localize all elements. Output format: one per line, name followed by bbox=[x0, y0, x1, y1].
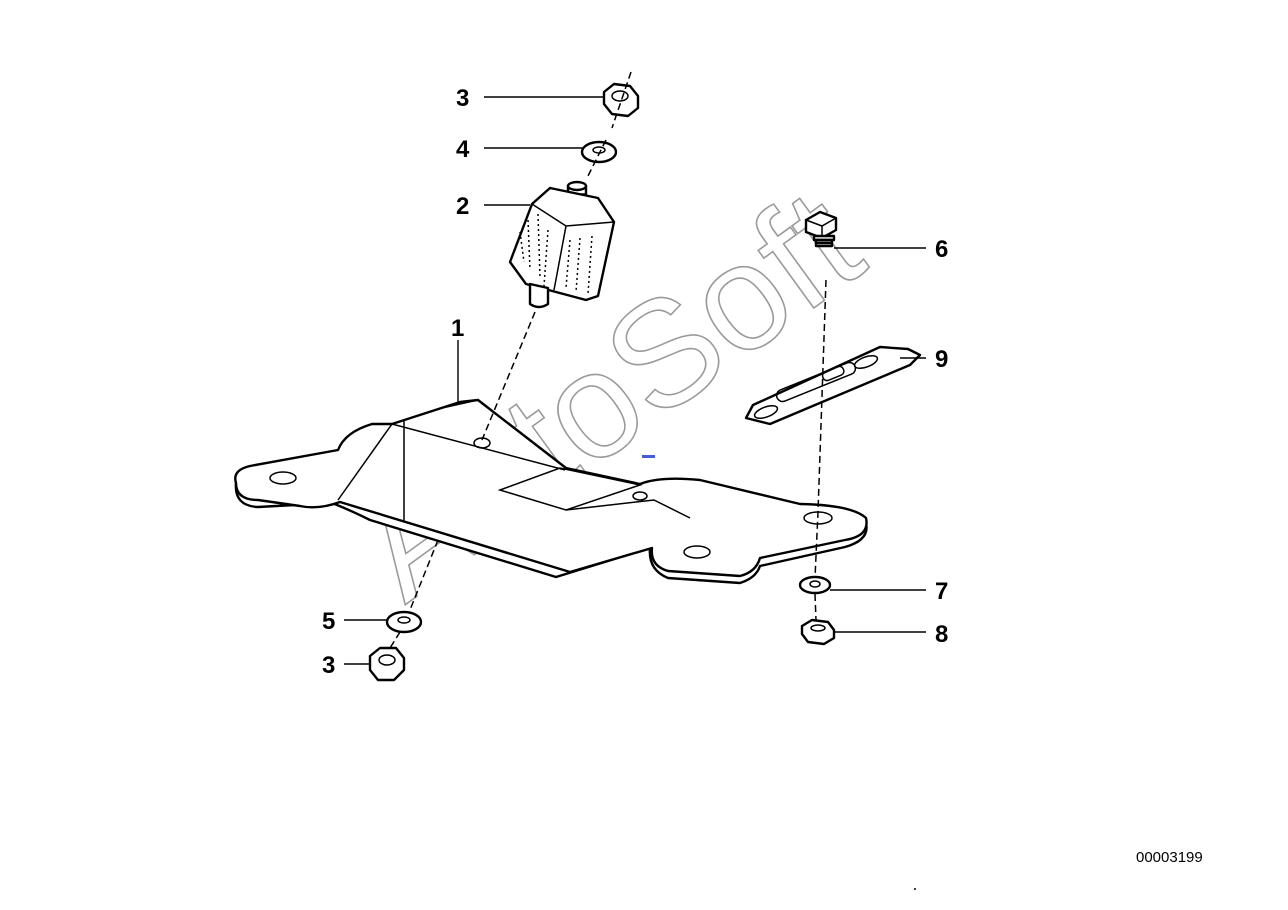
bolt-part bbox=[804, 210, 838, 248]
callout-7: 7 bbox=[935, 578, 948, 605]
callout-6: 6 bbox=[935, 236, 948, 263]
right-nut-part bbox=[800, 618, 836, 646]
callout-8: 8 bbox=[935, 621, 948, 648]
rubber-mount-part bbox=[508, 180, 616, 309]
leader-lines bbox=[344, 96, 926, 665]
accent-mark bbox=[642, 455, 655, 458]
callout-1: 1 bbox=[451, 315, 464, 342]
axis-right-nut bbox=[814, 593, 817, 621]
axis-mount-to-bracket bbox=[481, 311, 536, 441]
right-washer-part bbox=[798, 575, 832, 595]
callout-numbers: 3 4 2 1 6 9 7 8 5 3 bbox=[322, 85, 948, 679]
callout-5: 5 bbox=[322, 608, 335, 635]
assembly-axes bbox=[389, 71, 827, 649]
left-nut-part bbox=[368, 646, 406, 682]
callout-3-bottom: 3 bbox=[322, 652, 335, 679]
axis-bolt bbox=[814, 279, 827, 579]
diagram-id: 00003199 bbox=[1136, 849, 1203, 866]
callout-2: 2 bbox=[456, 193, 469, 220]
axis-left-nut bbox=[389, 631, 401, 649]
top-washer-part bbox=[580, 140, 618, 164]
bracket-part bbox=[234, 398, 868, 585]
axis-left bbox=[409, 539, 439, 611]
stray-dot bbox=[914, 888, 916, 890]
slotted-plate-part bbox=[744, 345, 922, 426]
top-nut-part bbox=[602, 82, 640, 118]
callout-4: 4 bbox=[456, 136, 470, 163]
callout-3-top: 3 bbox=[456, 85, 469, 112]
callout-9: 9 bbox=[935, 346, 948, 373]
axis-top-stud bbox=[587, 71, 632, 177]
left-washer-part bbox=[385, 610, 423, 634]
